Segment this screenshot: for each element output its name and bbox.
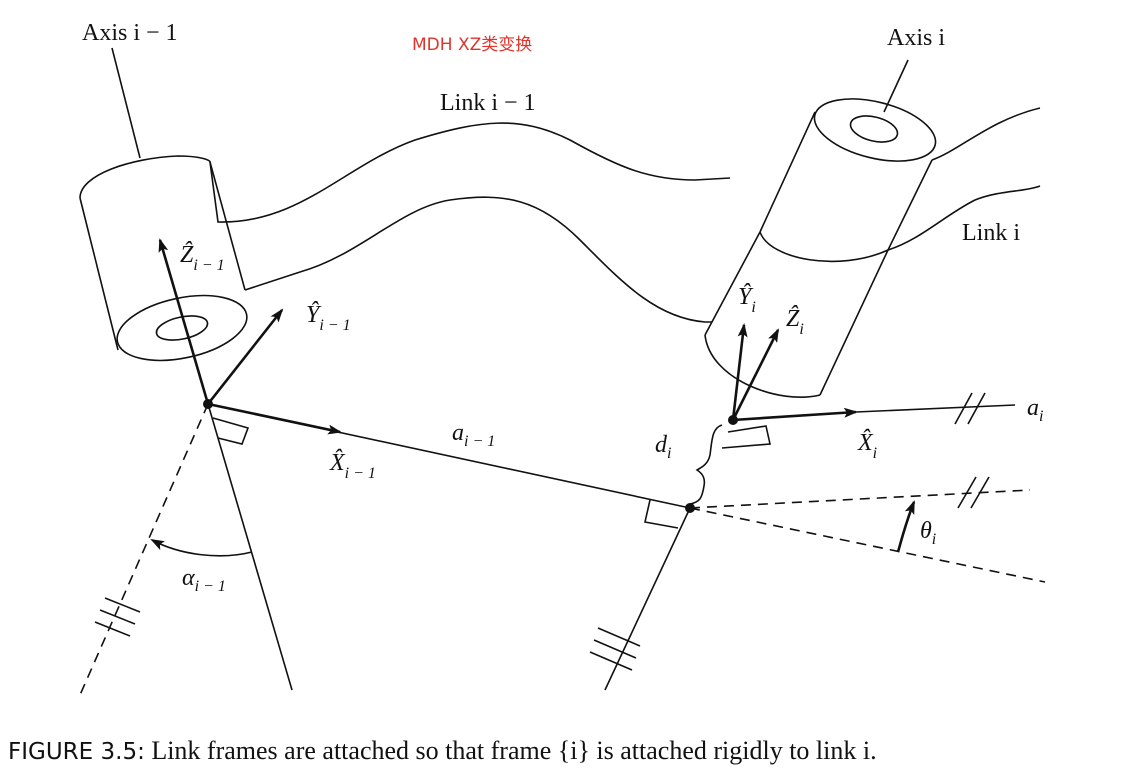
link-prev-body — [209, 122, 731, 323]
label-z-prev: Ẑi − 1 — [180, 242, 225, 274]
label-theta-curr: θi — [920, 518, 936, 548]
label-axis-curr: Axis i — [887, 25, 945, 51]
theta-hash — [957, 476, 990, 509]
origin-prev — [203, 399, 213, 409]
label-a-prev: ai − 1 — [452, 420, 495, 450]
origin-curr — [728, 415, 738, 425]
caption-lead: FIGURE 3.5: — [8, 739, 145, 765]
label-x-curr: X̂i — [857, 429, 877, 462]
label-z-curr: Ẑi — [786, 306, 804, 338]
label-axis-prev: Axis i − 1 — [82, 20, 178, 46]
label-link-prev: Link i − 1 — [440, 90, 536, 116]
caption-text: Link frames are attached so that frame {… — [144, 736, 877, 765]
axis-prev-line — [79, 47, 293, 696]
intersection-point — [685, 503, 695, 513]
annotation-text: MDH XZ类变换 — [412, 35, 532, 55]
figure-caption: FIGURE 3.5: Link frames are attached so … — [8, 736, 1138, 766]
common-normal-prev — [207, 403, 691, 529]
frame-curr-axes — [731, 323, 858, 422]
link-frames-diagram: MDH XZ类变换 — [79, 20, 1046, 696]
theta-arc — [896, 500, 916, 553]
label-y-curr: Ŷi — [738, 284, 756, 316]
frame-prev-axes — [158, 238, 342, 435]
label-a-curr: ai — [1027, 395, 1043, 425]
label-alpha-prev: αi − 1 — [182, 565, 226, 595]
theta-reference-lines — [689, 489, 1046, 583]
alpha-arc — [150, 539, 253, 557]
axis-curr-line — [589, 59, 909, 691]
label-x-prev: X̂i − 1 — [329, 449, 376, 482]
common-normal-curr — [721, 392, 1016, 449]
d-brace — [689, 424, 723, 505]
label-link-curr: Link i — [962, 220, 1020, 246]
label-d-curr: di — [655, 432, 671, 462]
label-y-prev: Ŷi − 1 — [306, 302, 351, 334]
cylinder-prev — [79, 155, 248, 362]
